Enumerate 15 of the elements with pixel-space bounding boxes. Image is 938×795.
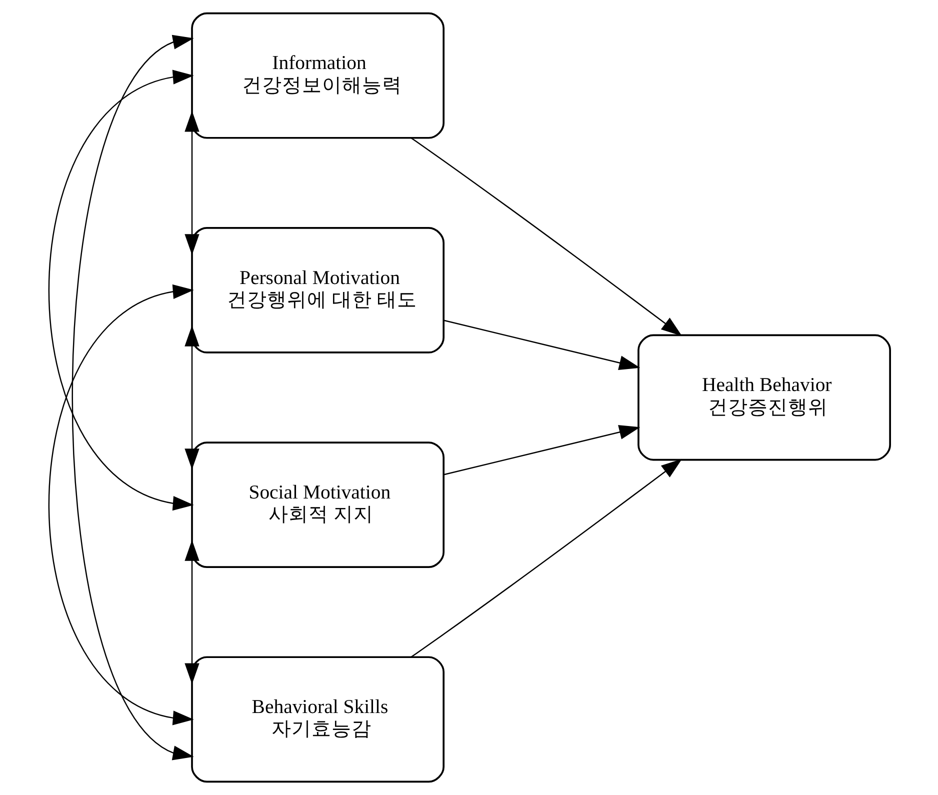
node-box: Personal Motivation 건강행위에 대한 태도 (190, 226, 444, 354)
arrow (410, 137, 682, 336)
node-box: Behavioral Skills 자기효능감 (190, 656, 444, 783)
arrow (71, 34, 194, 760)
arrow (48, 70, 194, 511)
arrow (410, 458, 682, 658)
arrow (184, 540, 199, 684)
arrow (184, 110, 199, 256)
node-box: Information 건강정보이해능력 (190, 12, 444, 139)
arrow (184, 325, 199, 470)
arrow (443, 320, 640, 370)
arrow (48, 284, 194, 726)
node-box: Social Motivation 사회적 지지 (190, 442, 444, 568)
node-box: Health Behavior 건강증진행위 (637, 334, 890, 461)
arrow (443, 424, 640, 476)
